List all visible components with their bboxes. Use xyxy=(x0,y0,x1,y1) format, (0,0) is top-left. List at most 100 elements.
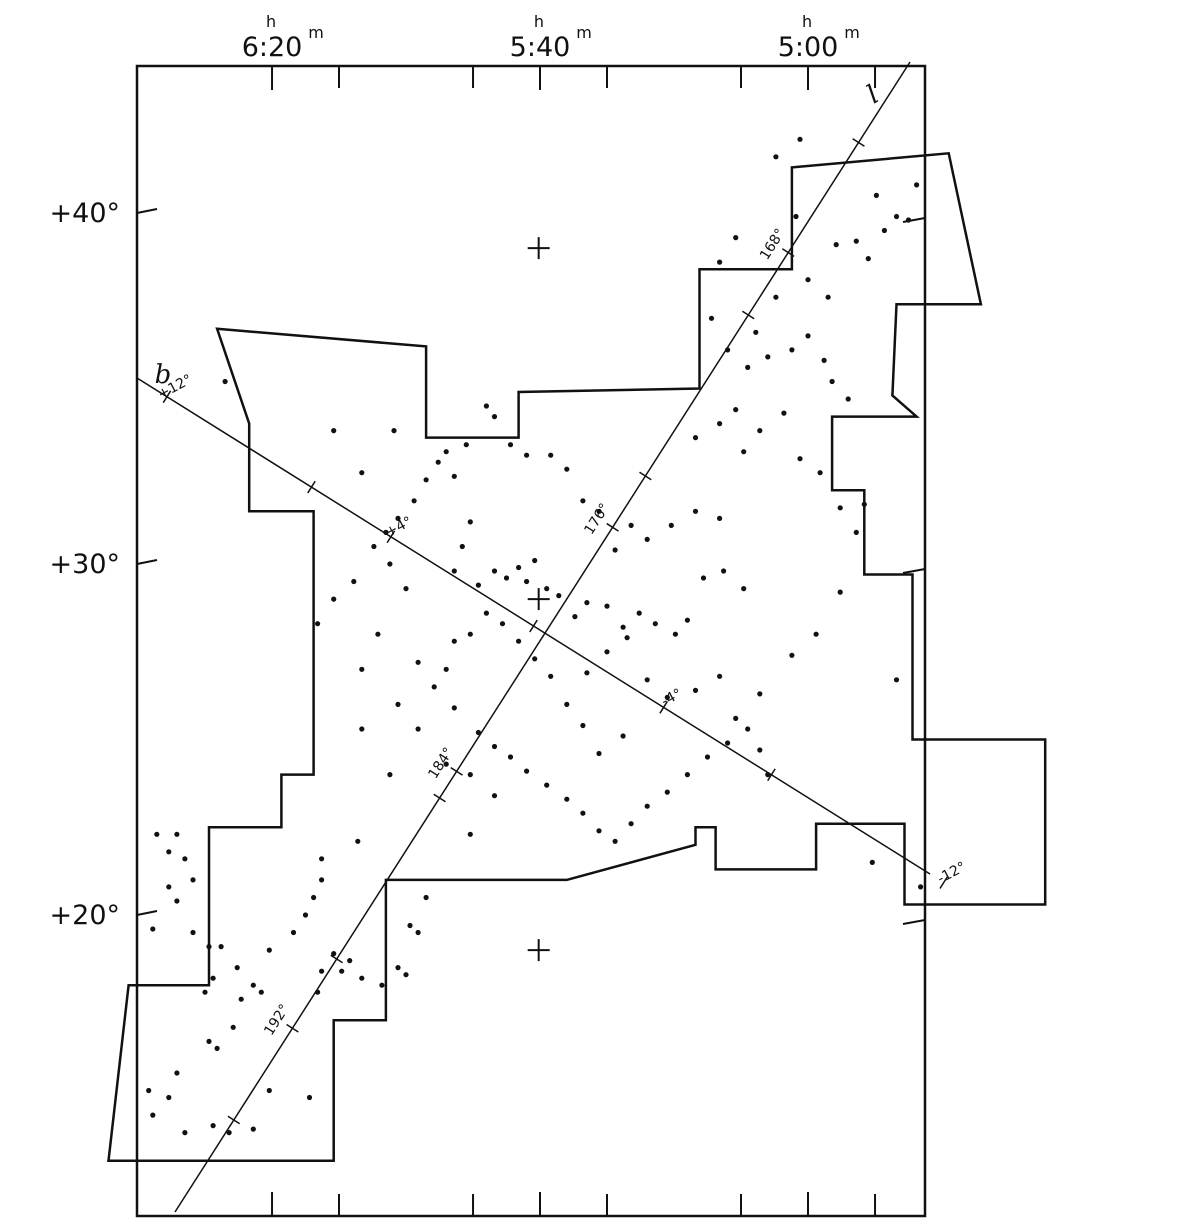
star-point xyxy=(411,498,417,504)
star-point xyxy=(717,259,723,265)
star-point xyxy=(206,944,212,950)
star-point xyxy=(664,694,670,701)
star-point xyxy=(813,631,819,637)
star-point xyxy=(166,849,172,855)
star-point xyxy=(483,403,489,409)
star-point xyxy=(596,508,602,514)
star-point xyxy=(491,743,498,750)
star-point xyxy=(741,449,747,455)
l-line-tick xyxy=(330,954,344,964)
l-line-tick xyxy=(852,138,865,147)
star-point xyxy=(604,603,610,609)
star-point xyxy=(507,754,514,760)
y-tick-label: +40° xyxy=(50,198,120,229)
star-point xyxy=(745,364,751,370)
star-point xyxy=(443,449,449,455)
star-point xyxy=(853,238,859,244)
star-point xyxy=(319,877,325,883)
star-point xyxy=(584,670,590,676)
star-point xyxy=(692,508,699,514)
star-point xyxy=(174,898,180,904)
star-point xyxy=(415,726,421,732)
star-point xyxy=(753,329,759,335)
region-boundary xyxy=(107,151,1047,1162)
center-markers xyxy=(527,237,550,962)
star-point xyxy=(725,347,731,353)
star-point xyxy=(789,652,795,658)
star-point xyxy=(234,965,240,971)
star-point xyxy=(532,656,538,662)
x-tick-label: 5:40 xyxy=(510,32,571,63)
star-point xyxy=(359,975,365,981)
star-point xyxy=(524,578,530,585)
star-point xyxy=(781,410,787,416)
y-axis: +40°+30°+20° xyxy=(50,198,926,931)
star-point xyxy=(684,617,691,623)
star-point xyxy=(467,772,473,778)
star-point xyxy=(391,428,397,434)
star-point xyxy=(467,519,473,525)
star-point xyxy=(202,989,208,995)
star-point xyxy=(873,192,880,198)
star-point xyxy=(821,357,827,363)
star-point xyxy=(359,470,365,476)
x-tick-sup-m: m xyxy=(844,23,860,42)
x-tick-sup-m: m xyxy=(576,23,592,42)
star-point xyxy=(379,982,385,988)
l-line-tick xyxy=(450,766,463,776)
star-point xyxy=(150,1112,156,1118)
star-point xyxy=(805,277,811,283)
star-point xyxy=(733,407,739,413)
star-point xyxy=(636,610,642,616)
star-point xyxy=(524,768,530,774)
star-point xyxy=(893,677,900,683)
star-point xyxy=(146,1087,152,1094)
star-point xyxy=(668,522,674,529)
l-line-tick xyxy=(286,1023,299,1033)
plot-frame xyxy=(135,64,927,1218)
b-tick-label: -12° xyxy=(935,859,969,887)
star-point xyxy=(556,593,562,599)
b-line-tick xyxy=(939,876,949,889)
star-point xyxy=(612,838,618,844)
star-point xyxy=(250,982,256,988)
star-point xyxy=(644,803,650,809)
b-line-label: b xyxy=(155,360,172,390)
star-point xyxy=(725,740,731,746)
star-point xyxy=(395,701,401,708)
star-point xyxy=(266,947,272,953)
star-point xyxy=(624,635,630,641)
star-point xyxy=(672,631,679,637)
star-point xyxy=(692,435,699,441)
star-point xyxy=(644,536,650,543)
star-point xyxy=(266,1087,272,1094)
star-point xyxy=(359,666,365,672)
star-point xyxy=(893,213,900,220)
star-point xyxy=(580,722,586,729)
star-point xyxy=(210,1123,216,1129)
star-point xyxy=(182,856,188,862)
y-tick-label: +30° xyxy=(50,549,120,580)
x-tick-label: 5:00 xyxy=(778,32,839,63)
star-point xyxy=(222,378,228,385)
star-point xyxy=(331,596,337,602)
star-point xyxy=(837,505,843,511)
star-point xyxy=(704,754,711,760)
star-point xyxy=(564,796,570,802)
star-point xyxy=(773,294,779,300)
star-point xyxy=(290,929,297,936)
star-point xyxy=(503,575,510,581)
star-point xyxy=(306,1094,313,1101)
star-point xyxy=(475,729,481,736)
star-point xyxy=(347,958,353,964)
star-point xyxy=(166,1094,172,1101)
l-line-label: l xyxy=(862,80,884,110)
b-line-tick xyxy=(659,701,668,714)
star-point xyxy=(793,213,799,220)
star-point xyxy=(459,543,465,550)
star-point xyxy=(564,701,570,708)
star-point xyxy=(443,666,449,672)
star-point xyxy=(620,624,626,630)
star-point xyxy=(797,136,803,142)
